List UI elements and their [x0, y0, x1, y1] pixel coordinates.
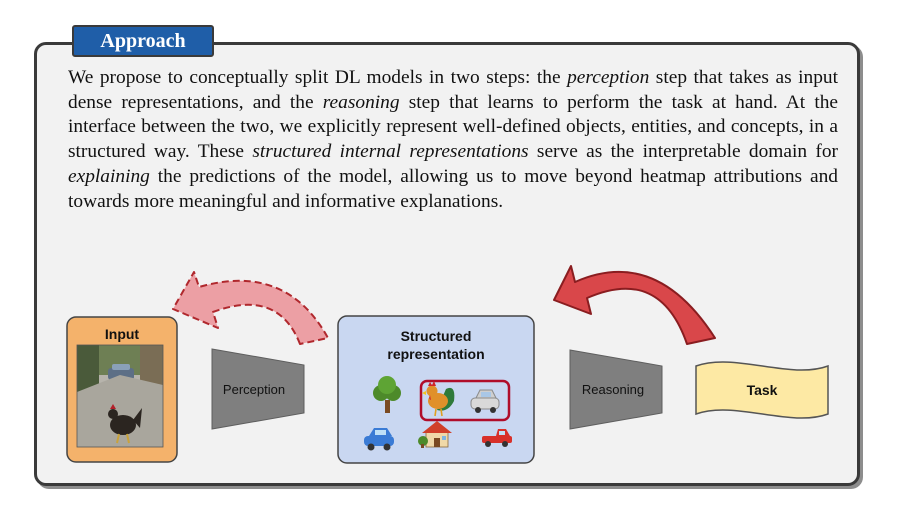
highlight-box — [419, 379, 511, 422]
blue-car-icon — [364, 428, 394, 451]
paragraph-text: step that learns to perform the task at … — [68, 91, 839, 163]
approach-tag: Approach — [72, 25, 214, 57]
input-box: Input — [66, 316, 178, 463]
paragraph-text: step that takes as input dense represent… — [68, 67, 838, 113]
tree-icon — [373, 376, 401, 413]
perception-explanation-arrow — [172, 271, 329, 345]
house-icon — [418, 421, 452, 448]
car-icon — [470, 389, 500, 413]
task-label: Task — [747, 382, 778, 398]
input-photo — [77, 345, 163, 447]
structured-label-line2: representation — [387, 346, 484, 362]
reasoning-block: Reasoning — [569, 349, 663, 430]
emphasis-perception: perception — [567, 67, 650, 88]
paragraph-text: We propose to conceptually split DL mode… — [68, 67, 568, 88]
pickup-truck-icon — [482, 429, 512, 447]
reasoning-label: Reasoning — [582, 382, 644, 397]
approach-paragraph: We propose to conceptually split DL mode… — [68, 66, 838, 214]
perception-block: Perception — [211, 348, 305, 430]
emphasis-structured-internal-representations: structured internal representations — [252, 141, 529, 163]
paragraph-text: the predictions of the model, allowing u… — [68, 165, 838, 212]
structured-label-line1: Structured — [401, 328, 472, 344]
emphasis-reasoning: reasoning — [322, 91, 400, 113]
rooster-icon — [422, 381, 455, 417]
task-box: Task — [695, 361, 829, 419]
reasoning-explanation-arrow — [553, 265, 716, 345]
input-label: Input — [105, 326, 140, 342]
paragraph-text: serve as the interpretable domain for — [528, 141, 838, 163]
structured-representation-box: Structured representation — [337, 315, 535, 464]
emphasis-explaining: explaining — [68, 165, 150, 187]
perception-label: Perception — [223, 382, 285, 397]
